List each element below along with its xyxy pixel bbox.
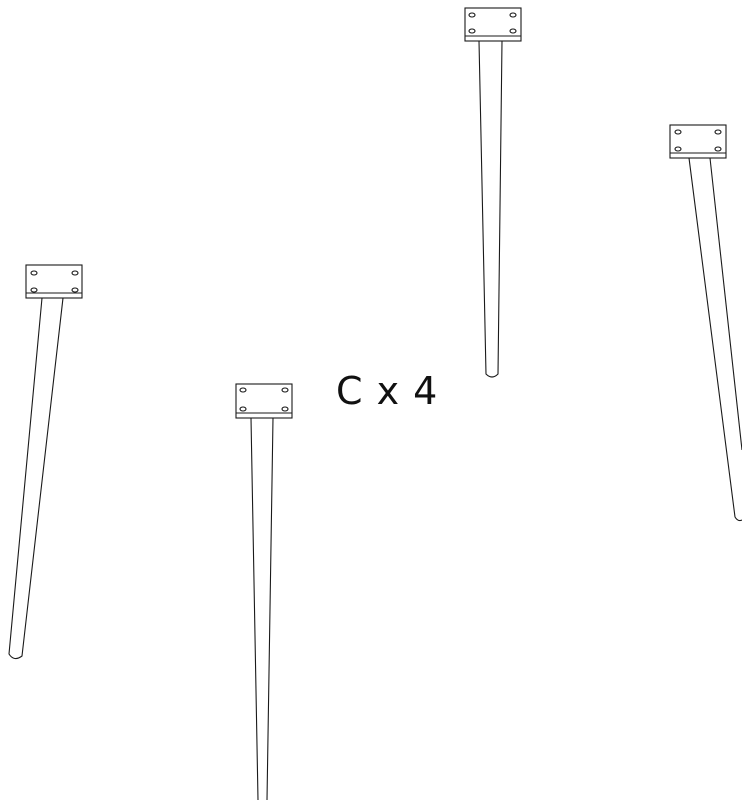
leg-shaft <box>478 40 503 378</box>
table-leg-right <box>669 124 742 522</box>
screw-hole <box>509 12 517 18</box>
leg-shaft <box>8 297 64 660</box>
screw-hole <box>468 28 476 34</box>
table-leg-left <box>8 264 83 660</box>
screw-hole <box>714 146 722 152</box>
screw-hole <box>30 287 38 293</box>
screw-hole <box>674 129 682 135</box>
screw-hole <box>71 287 79 293</box>
leg-shaft <box>688 157 742 522</box>
screw-hole <box>281 387 289 393</box>
screw-hole <box>281 406 289 412</box>
screw-hole <box>674 146 682 152</box>
screw-hole <box>239 387 247 393</box>
screw-hole <box>509 28 517 34</box>
table-leg-top-center <box>464 7 522 378</box>
screw-hole <box>71 270 79 276</box>
table-leg-front-center <box>235 383 293 800</box>
screw-hole <box>239 406 247 412</box>
screw-hole <box>714 129 722 135</box>
part-quantity-label: C x 4 <box>336 369 439 413</box>
mounting-plate <box>235 383 293 419</box>
screw-hole <box>468 12 476 18</box>
leg-shaft <box>250 417 274 800</box>
screw-hole <box>30 270 38 276</box>
